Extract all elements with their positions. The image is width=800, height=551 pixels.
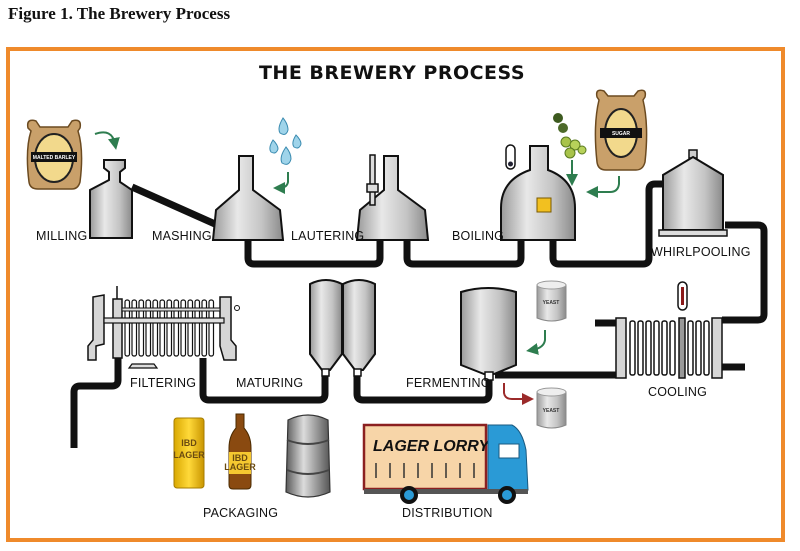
lager-lorry: LAGER LORRY <box>362 423 529 504</box>
diagram-title: THE BREWERY PROCESS <box>259 62 525 84</box>
svg-text:LAGER: LAGER <box>224 462 256 472</box>
label-maturing: MATURING <box>236 376 303 390</box>
yeast-in-label: YEAST <box>543 300 560 306</box>
water-input-arrow <box>273 172 289 194</box>
lorry-text: LAGER LORRY <box>373 438 490 455</box>
pipe-mash-lauter <box>244 240 384 268</box>
sugar-sack: SUGAR <box>594 89 648 171</box>
label-mashing: MASHING <box>152 229 212 243</box>
boil-kettle <box>500 144 576 241</box>
maturing-tanks <box>309 279 376 377</box>
heat-exchanger <box>615 281 723 379</box>
label-distribution: DISTRIBUTION <box>402 506 493 520</box>
label-fermenting: FERMENTING <box>406 376 491 390</box>
sugar-sack-label: SUGAR <box>612 131 630 137</box>
yeast-output-arrow <box>503 383 534 405</box>
fermenting-vessel <box>460 287 517 381</box>
mill-equipment <box>89 159 133 239</box>
beer-keg <box>285 414 331 498</box>
whirlpool-tank <box>658 149 728 237</box>
beer-bottle: IBD LAGER <box>224 413 256 490</box>
label-whirlpooling: WHIRLPOOLING <box>651 245 751 259</box>
filter-press <box>87 286 240 369</box>
malted-barley-sack: MALTED BARLEY <box>26 119 83 190</box>
pipes <box>70 180 768 448</box>
water-drops-icon <box>269 117 302 165</box>
pipe-boil-whirl <box>549 180 663 268</box>
label-milling: MILLING <box>36 229 87 243</box>
pipe-lauter-boil <box>403 240 525 268</box>
lauter-gauge <box>369 154 376 206</box>
yeast-out-label: YEAST <box>543 408 560 414</box>
yeast-in-container: YEAST <box>536 280 567 322</box>
pipe-mature-filter <box>199 358 329 404</box>
svg-text:LAGER: LAGER <box>173 450 205 460</box>
barley-input-arrow <box>94 131 120 150</box>
sugar-input-arrow <box>586 176 620 198</box>
svg-text:IBD: IBD <box>232 453 248 463</box>
yeast-out-container: YEAST <box>536 387 567 429</box>
label-boiling: BOILING <box>452 229 504 243</box>
label-packaging: PACKAGING <box>203 506 278 520</box>
mash-tun <box>211 155 285 241</box>
yeast-input-arrow <box>526 330 546 355</box>
beer-can: IBD LAGER <box>173 417 205 489</box>
svg-text:IBD: IBD <box>181 438 197 448</box>
pipe-whirl-cool <box>722 221 768 324</box>
hops-icon <box>553 113 587 159</box>
lauter-tun <box>355 155 430 241</box>
pipe-filter-package <box>70 358 122 448</box>
label-cooling: COOLING <box>648 385 707 399</box>
pipe-mill-mash <box>130 183 217 228</box>
label-lautering: LAUTERING <box>291 229 364 243</box>
figure-caption: Figure 1. The Brewery Process <box>8 4 231 23</box>
barley-sack-label: MALTED BARLEY <box>33 155 76 161</box>
label-filtering: FILTERING <box>130 376 196 390</box>
pipe-ferment-mature <box>353 376 493 404</box>
